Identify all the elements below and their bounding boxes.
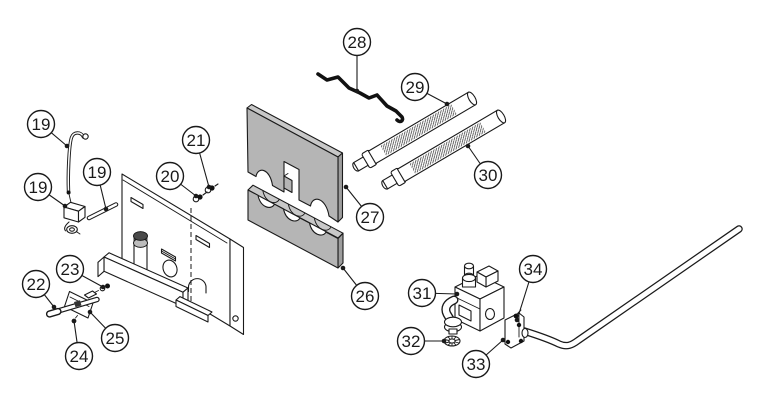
leader-dot-34 <box>514 317 520 323</box>
callout-29-burner-tube-upper: 29 <box>400 72 450 107</box>
callout-19-igniter-module: 19 <box>23 172 68 209</box>
mounting-bracket-drawing <box>97 173 245 336</box>
leader-dot-23 <box>100 284 106 290</box>
callout-number-34: 34 <box>524 260 543 279</box>
callout-bubble-20 <box>155 161 185 191</box>
callout-number-19: 19 <box>88 163 107 182</box>
callout-bubble-19 <box>82 157 112 187</box>
callout-bubble-26 <box>350 281 380 311</box>
callout-33-pipe-bracket: 33 <box>461 337 506 379</box>
callout-34-screw: 34 <box>514 254 548 323</box>
callout-bubble-33 <box>461 349 491 379</box>
callout-number-33: 33 <box>467 355 486 374</box>
callout-19-ignition-wire: 19 <box>26 109 70 149</box>
callout-bubble-30 <box>473 160 503 190</box>
callout-number-19: 19 <box>29 178 48 197</box>
callout-bubble-22 <box>21 269 51 299</box>
callout-21-screw: 21 <box>181 125 212 190</box>
pilot-assembly-drawing <box>45 283 110 324</box>
igniter-cable-drawing <box>316 72 405 124</box>
callout-bubble-19 <box>23 172 53 202</box>
callout-24-screw: 24 <box>64 318 94 371</box>
electrode-rod-drawing <box>86 202 119 221</box>
callout-number-21: 21 <box>187 131 206 150</box>
pipe-bracket-drawing <box>504 309 529 349</box>
leader-dot-22 <box>51 304 57 310</box>
leader-dot-20 <box>193 193 199 199</box>
callout-25-pilot-bracket: 25 <box>87 309 130 353</box>
callout-number-32: 32 <box>402 332 421 351</box>
callout-bubble-27 <box>355 202 385 232</box>
callout-19-electrode-rod: 19 <box>82 157 112 212</box>
callout-bubble-28 <box>342 27 372 57</box>
callout-20-screw: 20 <box>155 161 199 199</box>
callout-bubble-25 <box>100 323 130 353</box>
callout-number-20: 20 <box>161 167 180 186</box>
callout-bubble-34 <box>518 254 548 284</box>
leader-dot-19 <box>103 206 109 212</box>
leader-dot-28 <box>354 88 360 94</box>
callout-26-lower-insulation-block: 26 <box>340 265 380 311</box>
callout-number-29: 29 <box>406 78 425 97</box>
callout-23-screw: 23 <box>55 254 106 290</box>
callout-bubble-24 <box>64 341 94 371</box>
callout-number-27: 27 <box>361 208 380 227</box>
leader-dot-25 <box>87 309 93 315</box>
callout-bubble-29 <box>400 72 430 102</box>
burner-tube-lower-drawing <box>381 109 507 190</box>
callout-number-28: 28 <box>348 33 367 52</box>
leader-dot-21 <box>206 184 212 190</box>
igniter-module-drawing <box>63 193 86 235</box>
gas-pipe-drawing <box>520 225 743 350</box>
plate-channel-bar <box>97 252 213 323</box>
leader-dot-29 <box>444 101 450 107</box>
callout-31-gas-valve: 31 <box>407 278 460 308</box>
callout-layer: 19 19 19 20 21 22 23 24 25 26 27 28 29 30 31 32 33 34 <box>21 27 548 379</box>
callout-22-pilot-fitting: 22 <box>21 269 57 310</box>
gas-valve-drawing <box>441 262 505 335</box>
callout-30-burner-tube-lower: 30 <box>465 143 503 190</box>
callout-28-igniter-cable: 28 <box>342 27 372 94</box>
callout-bubble-21 <box>181 125 211 155</box>
callout-number-30: 30 <box>479 166 498 185</box>
callout-bubble-31 <box>407 278 437 308</box>
callout-bubble-19 <box>26 109 56 139</box>
upper-insulation-block-drawing <box>246 103 344 223</box>
callout-number-25: 25 <box>106 329 125 348</box>
leader-dot-32 <box>441 338 447 344</box>
callout-number-26: 26 <box>356 287 375 306</box>
burner-tube-upper-drawing <box>352 91 478 172</box>
leader-dot-30 <box>465 143 471 149</box>
callout-bubble-23 <box>55 254 85 284</box>
lower-insulation-block-drawing <box>247 184 344 269</box>
callout-number-24: 24 <box>70 347 89 366</box>
washer-drawing <box>443 335 461 347</box>
leader-dot-27 <box>343 184 349 190</box>
callout-number-31: 31 <box>413 284 432 303</box>
callout-32-washer: 32 <box>396 326 447 356</box>
leader-dot-33 <box>500 337 506 343</box>
callout-bubble-32 <box>396 326 426 356</box>
callout-number-22: 22 <box>27 275 46 294</box>
ignition-wire-drawing <box>66 131 89 195</box>
callout-27-upper-insulation-block: 27 <box>343 184 385 232</box>
leader-dot-19 <box>64 143 70 149</box>
callout-number-23: 23 <box>61 260 80 279</box>
leader-dot-24 <box>71 318 77 324</box>
callout-number-19: 19 <box>32 115 51 134</box>
leader-dot-26 <box>340 265 346 271</box>
leader-dot-31 <box>454 291 460 297</box>
leader-dot-19 <box>62 203 68 209</box>
